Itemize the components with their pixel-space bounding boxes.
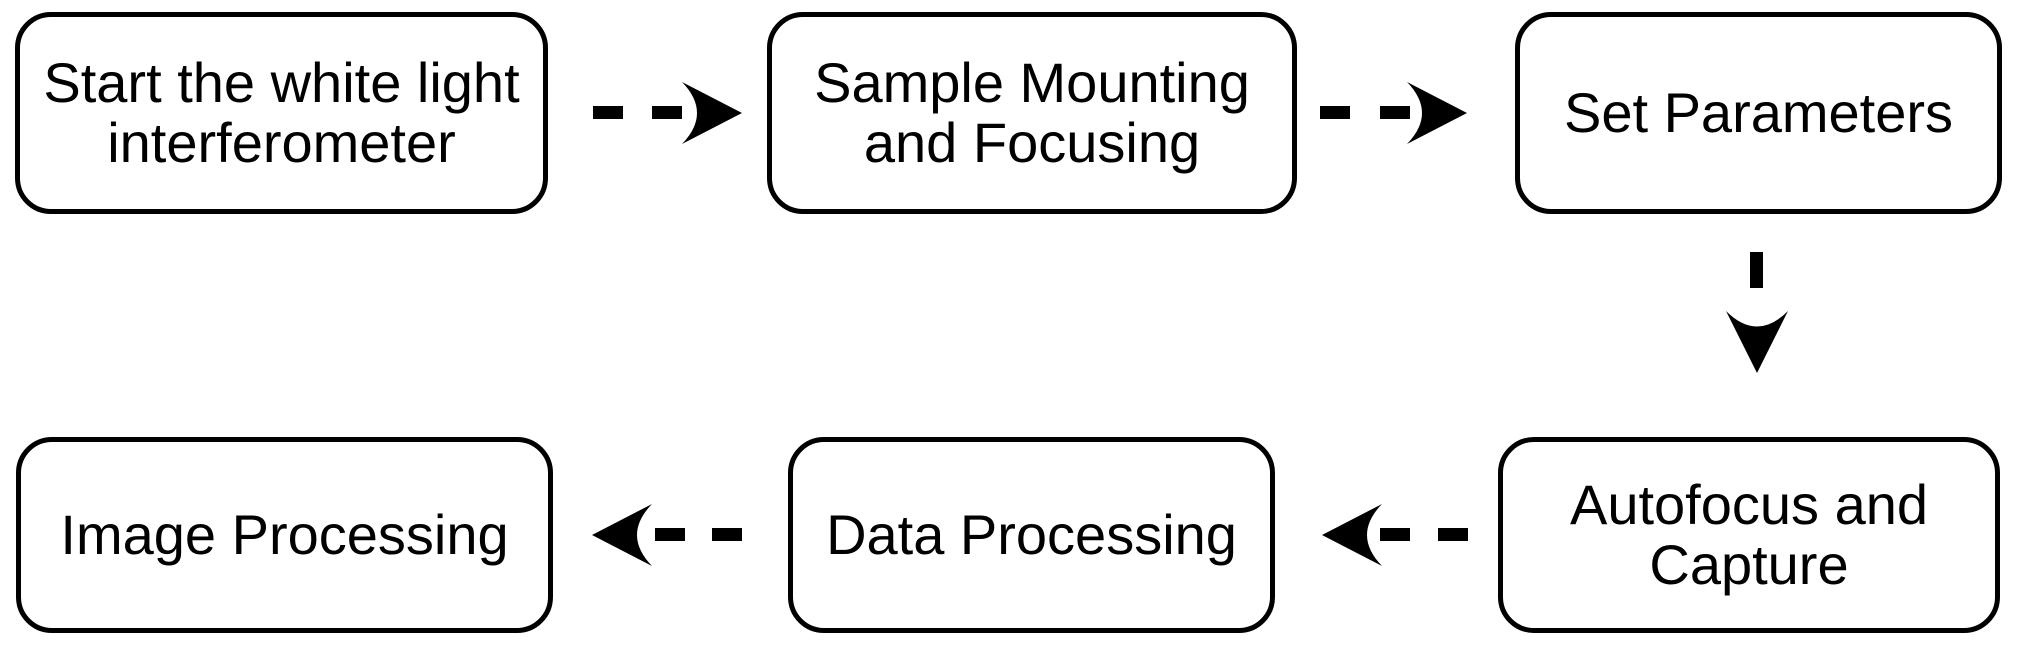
arrow-dash xyxy=(1750,252,1763,288)
node-data-processing: Data Processing xyxy=(788,437,1275,633)
node-autofocus-capture: Autofocus and Capture xyxy=(1498,437,2000,633)
arrowhead-right-icon xyxy=(682,82,742,144)
node-label: Sample Mounting and Focusing xyxy=(814,50,1250,174)
arrow-dash xyxy=(652,106,682,119)
node-start-interferometer: Start the white light interferometer xyxy=(15,12,548,214)
node-label: Autofocus and Capture xyxy=(1569,472,1929,596)
node-image-processing: Image Processing xyxy=(16,437,553,633)
node-sample-mounting: Sample Mounting and Focusing xyxy=(767,12,1297,214)
node-label: Data Processing xyxy=(826,502,1237,566)
arrowhead-down-icon xyxy=(1726,311,1788,373)
node-label: Set Parameters xyxy=(1563,80,1954,144)
node-label: Start the white light interferometer xyxy=(43,50,520,174)
arrowhead-left-icon xyxy=(592,504,652,566)
arrow-dash xyxy=(1438,528,1468,541)
arrow-dash xyxy=(1380,106,1410,119)
arrowhead-left-icon xyxy=(1322,504,1382,566)
arrow-dash xyxy=(712,528,742,541)
arrowhead-right-icon xyxy=(1407,82,1467,144)
node-label: Image Processing xyxy=(60,502,509,566)
arrow-dash xyxy=(1320,106,1350,119)
arrow-dash xyxy=(1380,528,1410,541)
node-set-parameters: Set Parameters xyxy=(1515,12,2002,214)
arrow-dash xyxy=(655,528,685,541)
arrow-dash xyxy=(593,106,623,119)
